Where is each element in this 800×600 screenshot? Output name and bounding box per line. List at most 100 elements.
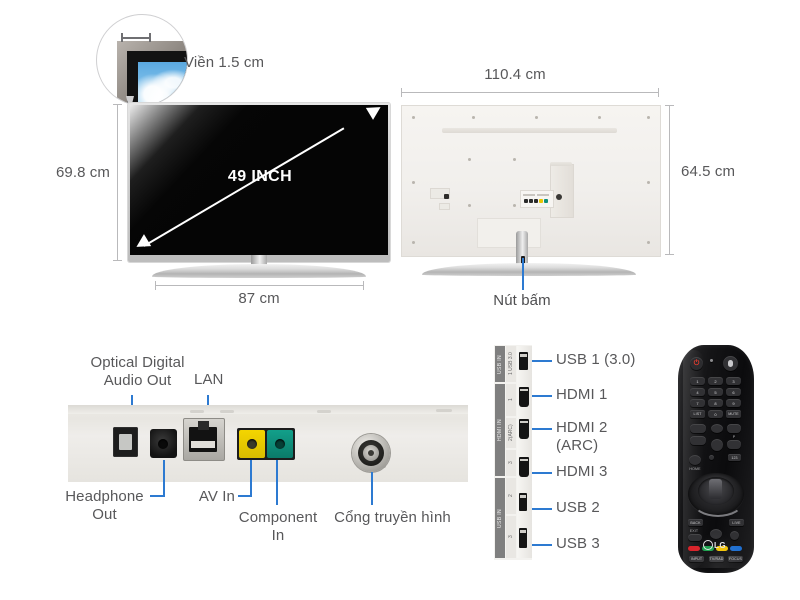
indicator-led: [710, 359, 713, 362]
back-screw: [647, 181, 650, 184]
channel-up-button[interactable]: [727, 424, 741, 433]
usb-2-port[interactable]: [519, 493, 527, 511]
usb-3-port[interactable]: [519, 528, 527, 548]
volume-icon: [711, 424, 723, 433]
key-list[interactable]: LIST: [690, 410, 705, 418]
front-width-tick-left: [155, 281, 156, 290]
back-model-label: [430, 188, 450, 199]
key-6[interactable]: 6: [726, 388, 741, 396]
headphone-out-port[interactable]: [150, 429, 177, 458]
back-screw: [647, 116, 650, 119]
usb-3-label: USB 3: [556, 535, 600, 552]
hdmi-1-port[interactable]: [519, 387, 529, 407]
bezel-magnifier-icon: [96, 14, 188, 106]
key-7[interactable]: 7: [690, 399, 705, 407]
back-screw: [647, 241, 650, 244]
color-key-blue[interactable]: [730, 546, 742, 551]
front-height-label: 69.8 cm: [55, 164, 110, 181]
side-port-number-usb1: 1 USB 3.0: [506, 346, 516, 382]
side-port-number-usb3: 3: [506, 516, 516, 558]
av-in-leader-h: [238, 495, 252, 497]
remote-bottom-sheen: [687, 531, 745, 569]
settings-quick-icon[interactable]: [709, 455, 714, 460]
tv-rad-button[interactable]: TV/RAD: [709, 556, 724, 562]
volume-up-button[interactable]: [690, 424, 706, 433]
key-123[interactable]: 123: [728, 454, 741, 461]
back-height-dimension-line: [669, 105, 670, 255]
antenna-in-label: Cổng truyền hình: [334, 509, 451, 526]
usb-1-port[interactable]: [519, 352, 528, 370]
back-side-port-column: [550, 164, 574, 218]
key-8[interactable]: 8: [708, 399, 723, 407]
color-key-red[interactable]: [688, 546, 700, 551]
wheel-arc: [692, 485, 744, 517]
optical-digital-audio-out-port[interactable]: [113, 427, 138, 457]
settings-icon[interactable]: [730, 531, 739, 540]
back-height-label: 64.5 cm: [681, 163, 736, 180]
back-vesa-screw: [513, 204, 516, 207]
key-9[interactable]: 9: [726, 399, 741, 407]
hdmi-1-label: HDMI 1: [556, 386, 608, 403]
hdmi-3-port[interactable]: [519, 457, 529, 477]
back-vesa-screw: [468, 204, 471, 207]
hdmi-3-label: HDMI 3: [556, 463, 608, 480]
key-3[interactable]: 3: [726, 377, 741, 385]
bezel-callout-label: Viền 1.5 cm: [184, 54, 265, 71]
hdmi-2-label: HDMI 2 (ARC): [556, 419, 608, 454]
back-screw: [412, 181, 415, 184]
front-width-label: 87 cm: [238, 290, 280, 307]
back-width-dimension-line: [401, 92, 659, 93]
power-icon[interactable]: ⏻: [690, 357, 703, 370]
side-group-usb-in-bottom: USB IN: [495, 478, 505, 558]
component-in-label: Component In: [238, 509, 318, 544]
side-group-usb-in-top: USB IN: [495, 346, 505, 382]
tv-back-chassis: [401, 105, 661, 257]
key-1[interactable]: 1: [690, 377, 705, 385]
remote-control[interactable]: ⏻ 1 2 3 4 5 6 7 8 9 LIST 0 MUTE P HOME 1…: [678, 345, 754, 573]
optical-out-label: Optical Digital Audio Out: [90, 354, 185, 389]
tv-front-stand-base: [152, 264, 366, 278]
focus-button[interactable]: FOCUS: [728, 556, 743, 562]
av-in-leader-v: [250, 460, 252, 496]
front-width-tick-right: [363, 281, 364, 290]
usb-3-leader-line: [532, 544, 552, 546]
home-icon[interactable]: [689, 455, 701, 465]
antenna-in-port[interactable]: [352, 434, 390, 472]
back-screw: [412, 116, 415, 119]
back-sensor: [444, 194, 449, 199]
back-vesa-screw: [513, 158, 516, 161]
search-icon[interactable]: [711, 439, 723, 451]
component-in-port[interactable]: [267, 430, 293, 458]
volume-down-button[interactable]: [690, 436, 706, 445]
channel-down-button[interactable]: [727, 440, 741, 449]
input-button[interactable]: INPUT: [689, 556, 704, 562]
back-button-leader-line: [522, 258, 524, 290]
back-height-tick-bottom: [665, 254, 674, 255]
side-port-face: [517, 346, 532, 558]
hdmi-2-arc-port[interactable]: [519, 419, 529, 439]
lan-port[interactable]: [183, 418, 225, 461]
av-in-port[interactable]: [239, 430, 265, 458]
key-mute[interactable]: MUTE: [726, 410, 741, 418]
remote-brand-logo: LG: [703, 540, 726, 550]
exit-button[interactable]: [688, 534, 702, 541]
live-button[interactable]: LIVE: [729, 519, 744, 526]
side-port-number-hdmi1: 1: [506, 384, 516, 416]
key-4[interactable]: 4: [690, 388, 705, 396]
key-0[interactable]: 0: [708, 410, 723, 418]
front-width-dimension-line: [155, 285, 364, 286]
back-button[interactable]: BACK: [688, 519, 703, 526]
key-5[interactable]: 5: [708, 388, 723, 396]
channel-icon: P: [732, 434, 736, 439]
component-in-leader-line: [276, 460, 278, 505]
home-label: HOME: [689, 466, 701, 471]
key-2[interactable]: 2: [708, 377, 723, 385]
back-screw: [598, 116, 601, 119]
screen-size-label: 49 INCH: [227, 168, 293, 185]
color-key-yellow[interactable]: [716, 546, 728, 551]
front-height-dimension-line: [117, 104, 118, 260]
antenna-in-leader-line: [371, 472, 373, 505]
back-coax-port: [556, 194, 562, 200]
subtitle-button[interactable]: [710, 529, 722, 539]
usb-2-leader-line: [532, 508, 552, 510]
